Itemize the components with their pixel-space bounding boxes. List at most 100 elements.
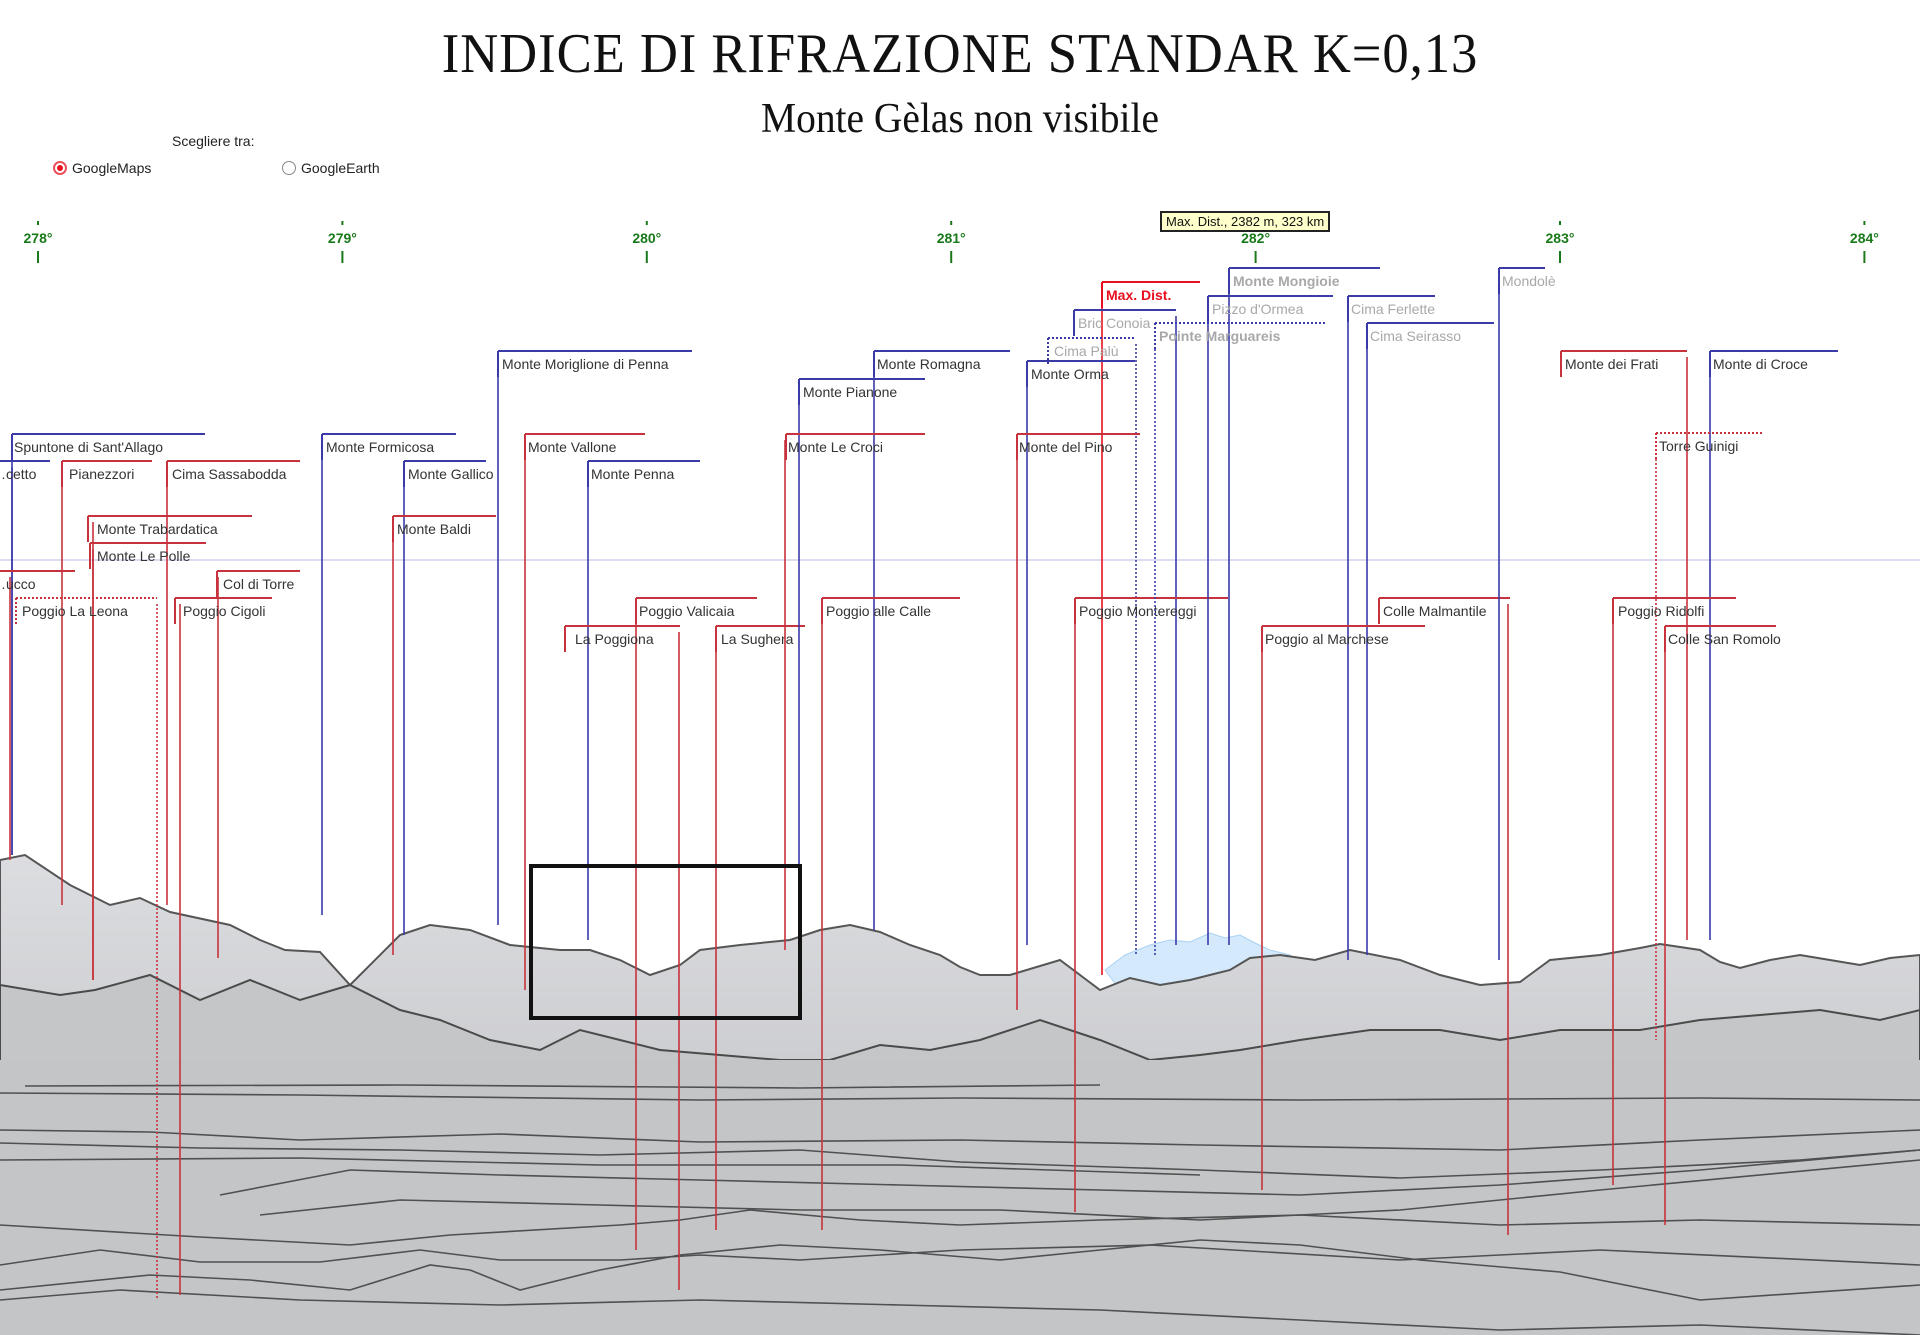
peak-marker[interactable]: Poggio alle Calle bbox=[821, 597, 960, 1230]
peak-label[interactable]: Monte Formicosa bbox=[326, 439, 434, 455]
peak-marker[interactable]: Monte Gallico bbox=[403, 460, 494, 935]
peak-marker[interactable]: La Poggiona bbox=[564, 625, 680, 1290]
peak-marker[interactable]: Colle San Romolo bbox=[1664, 625, 1781, 1225]
peak-marker[interactable]: Pointe Marguareis bbox=[1154, 322, 1326, 955]
peak-marker[interactable]: Torre Guinigi bbox=[1655, 432, 1762, 1040]
radio-googleearth[interactable]: GoogleEarth bbox=[282, 160, 380, 176]
peak-label[interactable]: Poggio alle Calle bbox=[826, 603, 931, 619]
peak-label[interactable]: Poggio Valicaia bbox=[639, 603, 735, 619]
peak-label[interactable]: Monte Trabardatica bbox=[97, 521, 218, 537]
peak-marker[interactable]: Colle Malmantile bbox=[1378, 597, 1510, 1235]
peak-label[interactable]: Monte di Croce bbox=[1713, 356, 1808, 372]
peak-marker[interactable]: Monte Le Croci bbox=[784, 433, 925, 950]
peak-label[interactable]: Pizzo d'Ormea bbox=[1212, 301, 1304, 317]
axis-tick-label: 281° bbox=[937, 230, 966, 246]
peak-marker[interactable]: Cima Sassabodda bbox=[166, 460, 300, 905]
axis-tick-label: 283° bbox=[1546, 230, 1575, 246]
peak-label[interactable]: Colle San Romolo bbox=[1668, 631, 1781, 647]
peak-label[interactable]: Cima Seirasso bbox=[1370, 328, 1461, 344]
peak-label[interactable]: Monte del Pino bbox=[1019, 439, 1113, 455]
page-subtitle: Monte Gèlas non visibile bbox=[760, 96, 1160, 142]
peak-label[interactable]: Monte dei Frati bbox=[1565, 356, 1658, 372]
peak-marker[interactable]: Cima Seirasso bbox=[1366, 322, 1494, 955]
peak-marker[interactable]: Pianezzori bbox=[61, 460, 152, 905]
peak-marker[interactable]: Monte Penna bbox=[587, 460, 700, 940]
max-dist-tooltip: Max. Dist., 2382 m, 323 km bbox=[1160, 211, 1331, 232]
peak-marker[interactable]: Monte Mongioie bbox=[1228, 267, 1380, 945]
peak-marker[interactable]: La Sughera bbox=[715, 625, 805, 1230]
peak-marker[interactable]: Monte Baldi bbox=[392, 515, 496, 955]
radio-googlemaps-label: GoogleMaps bbox=[72, 160, 152, 176]
peak-label[interactable]: Cima Ferlette bbox=[1351, 301, 1435, 317]
peak-label[interactable]: Monte Orma bbox=[1031, 366, 1109, 382]
peak-marker[interactable]: Bric Conoia bbox=[1073, 309, 1177, 945]
page-title: INDICE DI RIFRAZIONE STANDAR K=0,13 bbox=[441, 23, 1479, 85]
radio-unchecked-icon[interactable] bbox=[282, 161, 296, 175]
highlight-box bbox=[529, 864, 802, 1020]
peak-marker[interactable]: Max. Dist. bbox=[1101, 281, 1200, 975]
peak-label[interactable]: Colle Malmantile bbox=[1383, 603, 1487, 619]
peak-label[interactable]: Poggio al Marchese bbox=[1265, 631, 1389, 647]
peak-marker[interactable]: Spuntone di Sant'Allago bbox=[11, 433, 205, 855]
peak-marker[interactable]: Monte Pianone bbox=[798, 378, 925, 940]
peak-marker[interactable]: Monte Romagna bbox=[873, 350, 1010, 930]
peak-marker[interactable]: Poggio Montereggi bbox=[1074, 597, 1228, 1212]
peak-label[interactable]: Col di Torre bbox=[223, 576, 295, 592]
peak-marker[interactable]: Cima Ferlette bbox=[1347, 295, 1435, 960]
peak-label[interactable]: Spuntone di Sant'Allago bbox=[14, 439, 163, 455]
peak-marker[interactable]: Monte di Croce bbox=[1709, 350, 1838, 940]
peak-marker[interactable]: Poggio La Leona bbox=[15, 597, 158, 1300]
peak-label[interactable]: Monte Penna bbox=[591, 466, 674, 482]
chooser-label: Scegliere tra: bbox=[172, 133, 255, 149]
peak-label[interactable]: Poggio Ridolfi bbox=[1618, 603, 1704, 619]
axis-tick-label: 284° bbox=[1850, 230, 1879, 246]
peak-label[interactable]: Cima Sassabodda bbox=[172, 466, 287, 482]
peak-label[interactable]: Monte Moriglione di Penna bbox=[502, 356, 669, 372]
peak-label[interactable]: Monte Mongioie bbox=[1233, 273, 1340, 289]
peak-label[interactable]: Monte Baldi bbox=[397, 521, 471, 537]
peak-label[interactable]: Pointe Marguareis bbox=[1159, 328, 1281, 344]
peak-label[interactable]: Mondolè bbox=[1502, 273, 1556, 289]
peak-marker[interactable]: Cima Palù bbox=[1047, 337, 1137, 955]
peak-label[interactable]: La Sughera bbox=[721, 631, 794, 647]
peak-marker[interactable]: …ucco bbox=[0, 570, 75, 860]
peak-marker[interactable]: Pizzo d'Ormea bbox=[1207, 295, 1333, 945]
peak-marker[interactable]: Monte Vallone bbox=[524, 433, 645, 990]
peak-marker[interactable]: Monte Moriglione di Penna bbox=[497, 350, 692, 925]
peak-label[interactable]: Monte Romagna bbox=[877, 356, 981, 372]
peak-marker[interactable]: Poggio Valicaia bbox=[635, 597, 757, 1250]
peak-marker[interactable]: Monte Le Polle bbox=[89, 542, 206, 980]
peak-label[interactable]: Torre Guinigi bbox=[1659, 438, 1738, 454]
peak-marker[interactable]: Monte del Pino bbox=[1016, 433, 1140, 1010]
peak-marker[interactable]: Poggio Ridolfi bbox=[1612, 597, 1736, 1185]
peak-label[interactable]: Pianezzori bbox=[69, 466, 134, 482]
peak-label[interactable]: Monte Le Polle bbox=[97, 548, 191, 564]
peak-label[interactable]: Monte Pianone bbox=[803, 384, 897, 400]
radio-googleearth-label: GoogleEarth bbox=[301, 160, 380, 176]
peak-marker[interactable]: Monte dei Frati bbox=[1560, 350, 1688, 940]
peak-label[interactable]: Max. Dist. bbox=[1106, 287, 1171, 303]
peak-label[interactable]: La Poggiona bbox=[575, 631, 654, 647]
terrain-contour-lines bbox=[0, 1084, 1920, 1335]
peak-label[interactable]: Poggio Montereggi bbox=[1079, 603, 1197, 619]
peak-label[interactable]: Poggio Cigoli bbox=[183, 603, 266, 619]
peak-label[interactable]: Poggio La Leona bbox=[22, 603, 128, 619]
peak-label[interactable]: Monte Vallone bbox=[528, 439, 617, 455]
peak-label[interactable]: Cima Palù bbox=[1054, 343, 1119, 359]
terrain-rendering bbox=[0, 853, 1920, 1335]
peak-marker[interactable]: …cetto bbox=[0, 460, 50, 855]
radio-checked-icon[interactable] bbox=[53, 161, 67, 175]
radio-googlemaps[interactable]: GoogleMaps bbox=[53, 160, 151, 176]
peak-label[interactable]: Bric Conoia bbox=[1078, 315, 1151, 331]
peak-label[interactable]: Monte Le Croci bbox=[788, 439, 883, 455]
peak-marker[interactable]: Col di Torre bbox=[216, 570, 300, 958]
peak-marker[interactable]: Monte Orma bbox=[1026, 360, 1135, 945]
peak-marker[interactable]: Mondolè bbox=[1498, 267, 1556, 960]
peak-label[interactable]: Monte Gallico bbox=[408, 466, 494, 482]
peak-marker[interactable]: Poggio Cigoli bbox=[174, 597, 272, 1295]
peak-label[interactable]: …ucco bbox=[0, 576, 36, 592]
peak-marker[interactable]: Monte Formicosa bbox=[321, 433, 456, 915]
plain-band bbox=[0, 1060, 1920, 1335]
peak-marker[interactable]: Poggio al Marchese bbox=[1261, 625, 1425, 1190]
peak-label[interactable]: …cetto bbox=[0, 466, 37, 482]
